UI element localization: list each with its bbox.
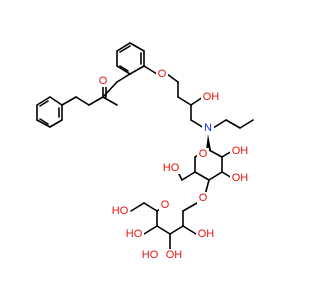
propyl-group	[212, 119, 254, 129]
galactose-ring-oxygen-label: O	[161, 199, 170, 211]
phenyl-ring	[36, 96, 63, 128]
atom-labels: O O OH N O OH OH HO O O HO HO OH HO OH	[97, 68, 250, 261]
aryl-carbonyl-bond	[116, 73, 131, 83]
galactose-hydroxyl-d-label: OH	[166, 249, 183, 261]
galactose-hydroxymethyl-label: HO	[112, 205, 129, 217]
ether-oxygen-label: O	[158, 68, 167, 80]
ketone-oxygen-label: O	[99, 75, 108, 87]
structure-canvas: O O OH N O OH OH HO O O HO HO OH HO OH	[36, 42, 254, 261]
glucose-ring	[194, 149, 223, 181]
n-glycosidic-bond	[206, 134, 211, 150]
ether-linkage	[143, 65, 205, 129]
propanone-chain	[61, 84, 118, 106]
galactose-hydroxyl-b-label: OH	[198, 228, 215, 240]
glucose-ring-oxygen-label: O	[199, 148, 208, 160]
benzene-ring	[116, 42, 145, 75]
amine-nitrogen-label: N	[204, 122, 212, 134]
chain-hydroxyl-label: OH	[203, 91, 220, 103]
glycosidic-oxygen-label: O	[199, 192, 208, 204]
glucose-hydroxyl-3-label: OH	[232, 172, 249, 184]
glucose-hydroxyl-2-label: OH	[232, 145, 249, 157]
galactose-hydroxyl-c-label: HO	[142, 249, 159, 261]
glucose-hydroxymethyl-label: HO	[163, 162, 180, 174]
carbonyl-link	[102, 81, 118, 98]
galactose-hydroxyl-a-label: HO	[126, 228, 143, 240]
molecule-drawing: O O OH N O OH OH HO O O HO HO OH HO OH	[36, 42, 254, 261]
galactose-substituents	[130, 202, 197, 250]
